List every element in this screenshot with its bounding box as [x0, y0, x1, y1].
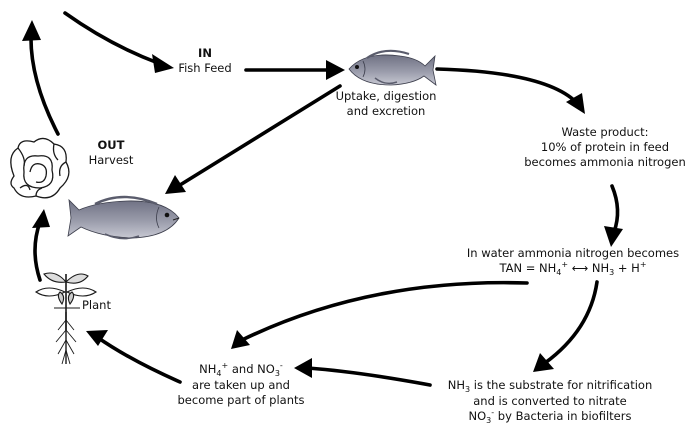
arrow-to-in	[63, 11, 160, 65]
arrow-plant-to-harvest	[33, 220, 42, 282]
lettuce-icon	[10, 137, 70, 199]
arrow-waste-to-water	[610, 184, 620, 234]
plant-line2: are taken up and	[192, 378, 290, 392]
out-text: Harvest	[88, 153, 134, 167]
uptake-label: Uptake, digestion and excretion	[326, 89, 446, 119]
arrow-uptake-to-plant	[95, 335, 182, 384]
waste-line3: becomes ammonia nitrogen	[524, 155, 686, 169]
in-text: Fish Feed	[178, 61, 232, 75]
waste-line1: Waste product:	[561, 125, 649, 139]
arrow-tan-to-uptake	[240, 280, 529, 342]
tan-h-sup: +	[639, 260, 647, 269]
arrowhead	[32, 209, 50, 228]
plant-nh-sub: 4	[216, 369, 222, 378]
tan-sub: 4	[556, 268, 562, 277]
nitr-line3: by Bacteria in biofilters	[494, 409, 632, 423]
plant-and: and NO	[228, 362, 275, 376]
arrowhead	[294, 358, 312, 378]
arrowhead	[165, 175, 186, 194]
arrowhead	[533, 353, 554, 372]
plant-uptake-label: NH4+ and NO3- are taken up and become pa…	[176, 361, 306, 408]
tan-equation: TAN = NH4+ ⟷ NH3 + H+	[499, 260, 647, 277]
arrowhead	[86, 330, 108, 346]
arrowhead	[566, 93, 585, 114]
fish-icon	[67, 195, 180, 240]
waste-line2: 10% of protein in feed	[540, 140, 670, 154]
arrow-uptake-to-fish	[178, 84, 342, 187]
out-title: OUT	[97, 138, 125, 152]
nitr-line1: is the substrate for nitrification	[470, 378, 653, 392]
water-label: In water ammonia nitrogen becomes TAN = …	[462, 246, 684, 277]
plant-no-sup: -	[279, 361, 283, 370]
plant-text: Plant	[82, 298, 111, 312]
plant-nh-sup: +	[221, 361, 229, 370]
plant-label: Plant	[82, 298, 132, 313]
tan-nh-sub: 3	[609, 268, 615, 277]
nitr-no: NO	[468, 409, 487, 423]
plant-line3: become part of plants	[177, 393, 305, 407]
nitr-nh-sub: 3	[465, 385, 471, 394]
double-arrow-icon: ⟷	[571, 261, 589, 275]
arrowhead	[604, 226, 623, 247]
in-title: IN	[198, 46, 212, 60]
arrow-fish-to-waste	[435, 67, 578, 104]
tan-prefix: TAN = NH	[499, 261, 557, 275]
nitr-no-sup: -	[491, 408, 495, 417]
plant-icon	[35, 272, 97, 365]
nitr-line2: and is converted to nitrate	[473, 394, 627, 408]
plant-nh: NH	[199, 362, 217, 376]
nitr-nh: NH	[447, 378, 465, 392]
waste-label: Waste product: 10% of protein in feed be…	[520, 125, 688, 170]
arrowhead	[22, 20, 41, 41]
arrow-nitrification-to-uptake	[306, 366, 432, 387]
arrowhead	[326, 60, 345, 80]
arrowhead	[152, 54, 174, 73]
in-label: IN Fish Feed	[165, 46, 245, 76]
tan-nh: NH	[591, 261, 610, 275]
plant-no-sub: 3	[274, 369, 280, 378]
fish-icon	[348, 49, 437, 86]
nitr-no-sub: 3	[486, 416, 492, 425]
tan-plus-h: + H	[614, 261, 640, 275]
water-line1: In water ammonia nitrogen becomes	[466, 246, 680, 260]
uptake-line2: and excretion	[346, 104, 426, 118]
tan-sup: +	[561, 260, 569, 269]
arrowhead	[231, 330, 250, 349]
out-label: OUT Harvest	[76, 138, 146, 168]
flow-arrows	[22, 11, 623, 387]
uptake-line1: Uptake, digestion	[335, 89, 437, 103]
arrow-harvest-to-top	[29, 33, 60, 136]
arrow-water-to-nitrification	[543, 280, 599, 365]
nitrification-label: NH3 is the substrate for nitrification a…	[430, 378, 670, 425]
